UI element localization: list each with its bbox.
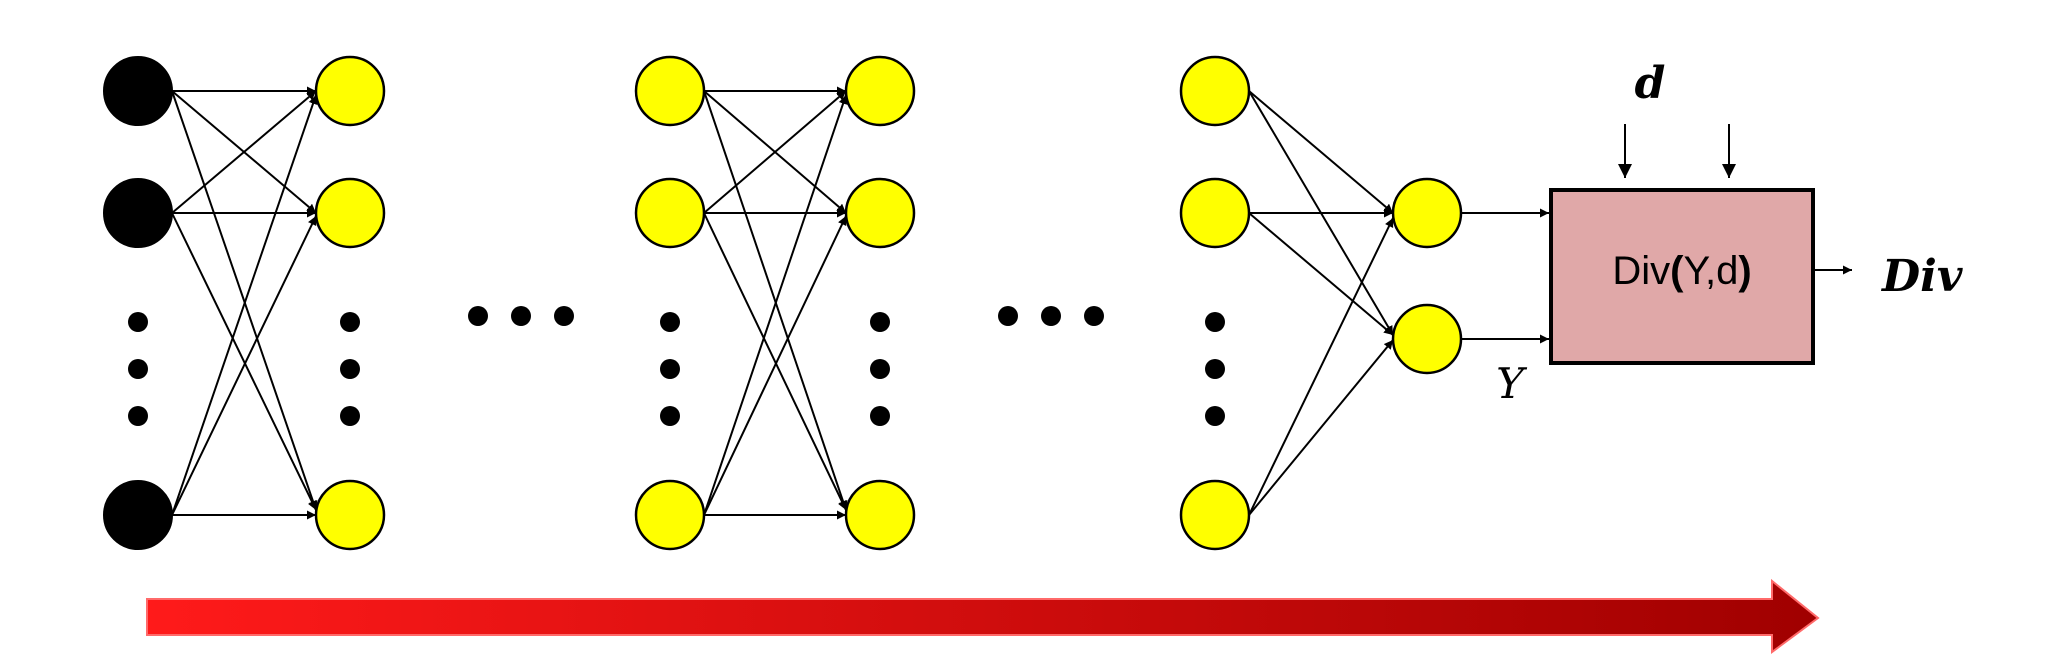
edge [1248,217,1394,516]
input-node [103,56,173,126]
divergence-box-rect [1549,188,1815,365]
box-args: Y,d [1683,249,1738,293]
hidden-layer-last [1179,55,1251,551]
vertical-ellipsis-dot [340,359,360,379]
edge [703,90,847,214]
vertical-ellipsis-dot [660,312,680,332]
edge [703,90,848,511]
edge [171,212,317,511]
hidden-node [844,177,916,249]
horizontal-ellipsis-dot [1041,306,1061,326]
hidden-layer-1 [314,55,386,551]
hidden-node [1179,479,1251,551]
hidden-layer-k [634,55,706,551]
hidden-node [1179,177,1251,249]
hidden-node [844,55,916,127]
vertical-ellipsis-dot [1205,406,1225,426]
horizontal-ellipsis-dot [554,306,574,326]
vertical-ellipsis-dot [128,312,148,332]
horizontal-ellipsis-dot [1084,306,1104,326]
hidden-layer-k1 [844,55,916,551]
hidden-node [1179,55,1251,127]
hidden-node [314,479,386,551]
edge [1248,212,1394,336]
vertical-ellipsis-dot [1205,312,1225,332]
hidden-node [314,177,386,249]
input-node [103,480,173,550]
target-label: d [1635,58,1666,109]
hidden-node [634,177,706,249]
hidden-node [844,479,916,551]
divergence-box: Div(Y,d) [1549,188,1815,365]
vertical-ellipsis-dot [870,312,890,332]
vertical-ellipsis-dot [1205,359,1225,379]
horizontal-ellipsis-dot [468,306,488,326]
edge [171,90,318,511]
edge [1248,339,1394,516]
output-node [1391,303,1463,375]
vertical-ellipsis-dot [870,406,890,426]
edge [703,212,847,511]
box-open-paren: ( [1670,249,1684,293]
vertical-ellipsis-dot [660,359,680,379]
forward-direction-arrow [146,578,1820,654]
divergence-box-label: Div(Y,d) [1612,249,1751,293]
box-close-paren: ) [1738,249,1751,293]
hidden-node [634,55,706,127]
vertical-ellipsis-dot [340,312,360,332]
vertical-ellipsis-dot [128,359,148,379]
hidden-node [314,55,386,127]
edge [1248,90,1394,214]
edge [703,94,848,516]
hidden-node [634,479,706,551]
connections [171,86,1852,520]
edge [171,94,318,516]
box-prefix: Div [1612,249,1670,293]
output-node [1391,177,1463,249]
edge [171,215,317,516]
output-layer [1391,177,1463,375]
input-layer [103,56,173,550]
vertical-ellipsis-dot [128,406,148,426]
input-node [103,178,173,248]
ellipsis-dots [128,306,1225,426]
vertical-ellipsis-dot [660,406,680,426]
vertical-ellipsis-dot [340,406,360,426]
result-label: Div [1880,251,1963,302]
horizontal-ellipsis-dot [998,306,1018,326]
edge [171,90,317,214]
output-label: Y [1496,359,1528,408]
edge [703,215,847,516]
horizontal-ellipsis-dot [511,306,531,326]
vertical-ellipsis-dot [870,359,890,379]
